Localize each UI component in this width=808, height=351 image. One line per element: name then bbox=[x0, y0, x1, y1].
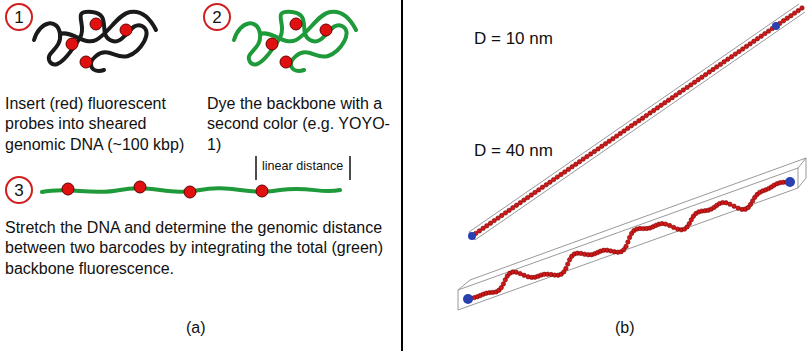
panel-label: (a) bbox=[186, 318, 206, 338]
end-bead bbox=[785, 177, 795, 187]
dyed-dna bbox=[234, 12, 356, 71]
bead bbox=[626, 240, 630, 244]
panel-label: (b) bbox=[615, 318, 635, 338]
probe-dot bbox=[66, 38, 78, 50]
step-number: 2 bbox=[212, 9, 221, 26]
bead bbox=[800, 6, 804, 10]
probe-dot bbox=[266, 38, 278, 50]
probe-dot bbox=[256, 185, 268, 197]
end-bead bbox=[468, 232, 476, 240]
step-text: Stretch the DNA and determine the genomi… bbox=[5, 218, 397, 279]
distance-bar bbox=[349, 156, 351, 180]
step-text: Dye the backbone with a second color (e.… bbox=[207, 94, 397, 155]
bead bbox=[627, 235, 631, 239]
step-circle: 3 bbox=[5, 176, 33, 204]
bead bbox=[501, 282, 505, 286]
step-circle: 1 bbox=[5, 3, 33, 31]
step-number: 1 bbox=[14, 9, 23, 26]
step-circle: 2 bbox=[203, 3, 231, 31]
bead bbox=[624, 244, 628, 248]
diameter-label: D = 10 nm bbox=[474, 28, 553, 50]
probe-dot bbox=[320, 24, 332, 36]
step-text: Insert (red) fluorescent probes into she… bbox=[5, 94, 197, 155]
box-outline bbox=[458, 158, 806, 310]
probe-dot bbox=[280, 56, 292, 68]
distance-label: linear distance bbox=[262, 158, 343, 174]
tube-outline bbox=[469, 4, 805, 240]
probe-dot bbox=[290, 18, 302, 30]
bead bbox=[566, 262, 570, 266]
probe-dot bbox=[134, 181, 146, 193]
bead-chain bbox=[466, 180, 792, 301]
end-bead bbox=[463, 294, 473, 304]
probe-dot bbox=[184, 186, 196, 198]
panel-divider bbox=[401, 0, 403, 351]
distance-bar bbox=[255, 156, 257, 180]
probe-dot bbox=[80, 56, 92, 68]
probe-dot bbox=[90, 18, 102, 30]
probe-dot bbox=[120, 24, 132, 36]
bead bbox=[564, 266, 568, 270]
probe-dot bbox=[62, 183, 74, 195]
tangled-dna bbox=[34, 12, 156, 71]
bead bbox=[732, 204, 736, 208]
bead bbox=[728, 202, 732, 206]
bead bbox=[667, 223, 671, 227]
end-bead bbox=[772, 22, 780, 30]
diameter-label: D = 40 nm bbox=[474, 140, 553, 162]
step-number: 3 bbox=[14, 182, 23, 199]
